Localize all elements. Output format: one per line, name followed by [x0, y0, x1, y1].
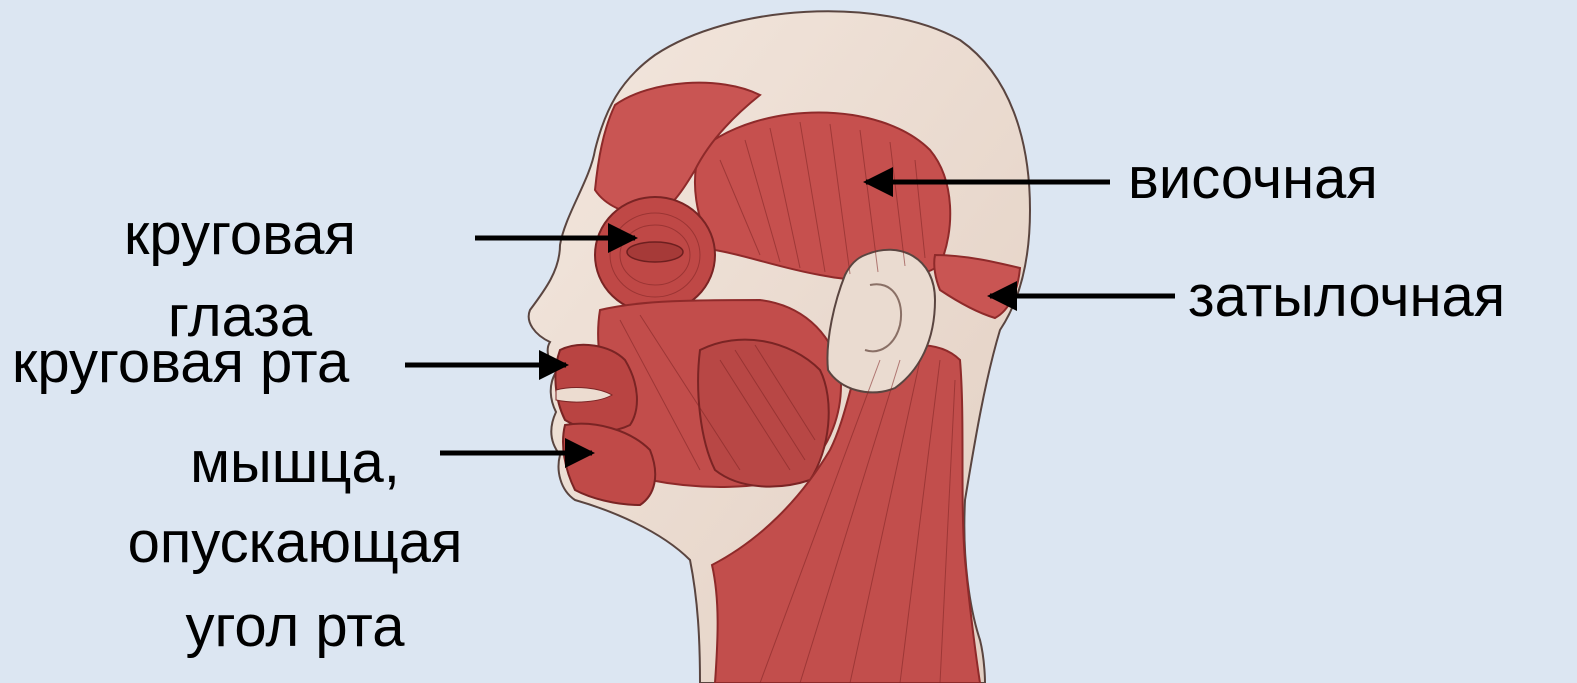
label-orbicularis-oculi-line1: круговая	[100, 204, 380, 266]
head-illustration	[529, 11, 1030, 683]
eye-center	[627, 242, 683, 262]
masseter-muscle	[698, 340, 829, 487]
label-depressor-line3: угол рта	[90, 596, 500, 658]
label-occipital: затылочная	[1188, 266, 1505, 328]
label-orbicularis-oris: круговая рта	[12, 332, 349, 394]
label-depressor-line1: мышца,	[90, 432, 500, 494]
label-depressor-line2: опускающая	[90, 512, 500, 574]
label-temporal: височная	[1128, 148, 1378, 210]
